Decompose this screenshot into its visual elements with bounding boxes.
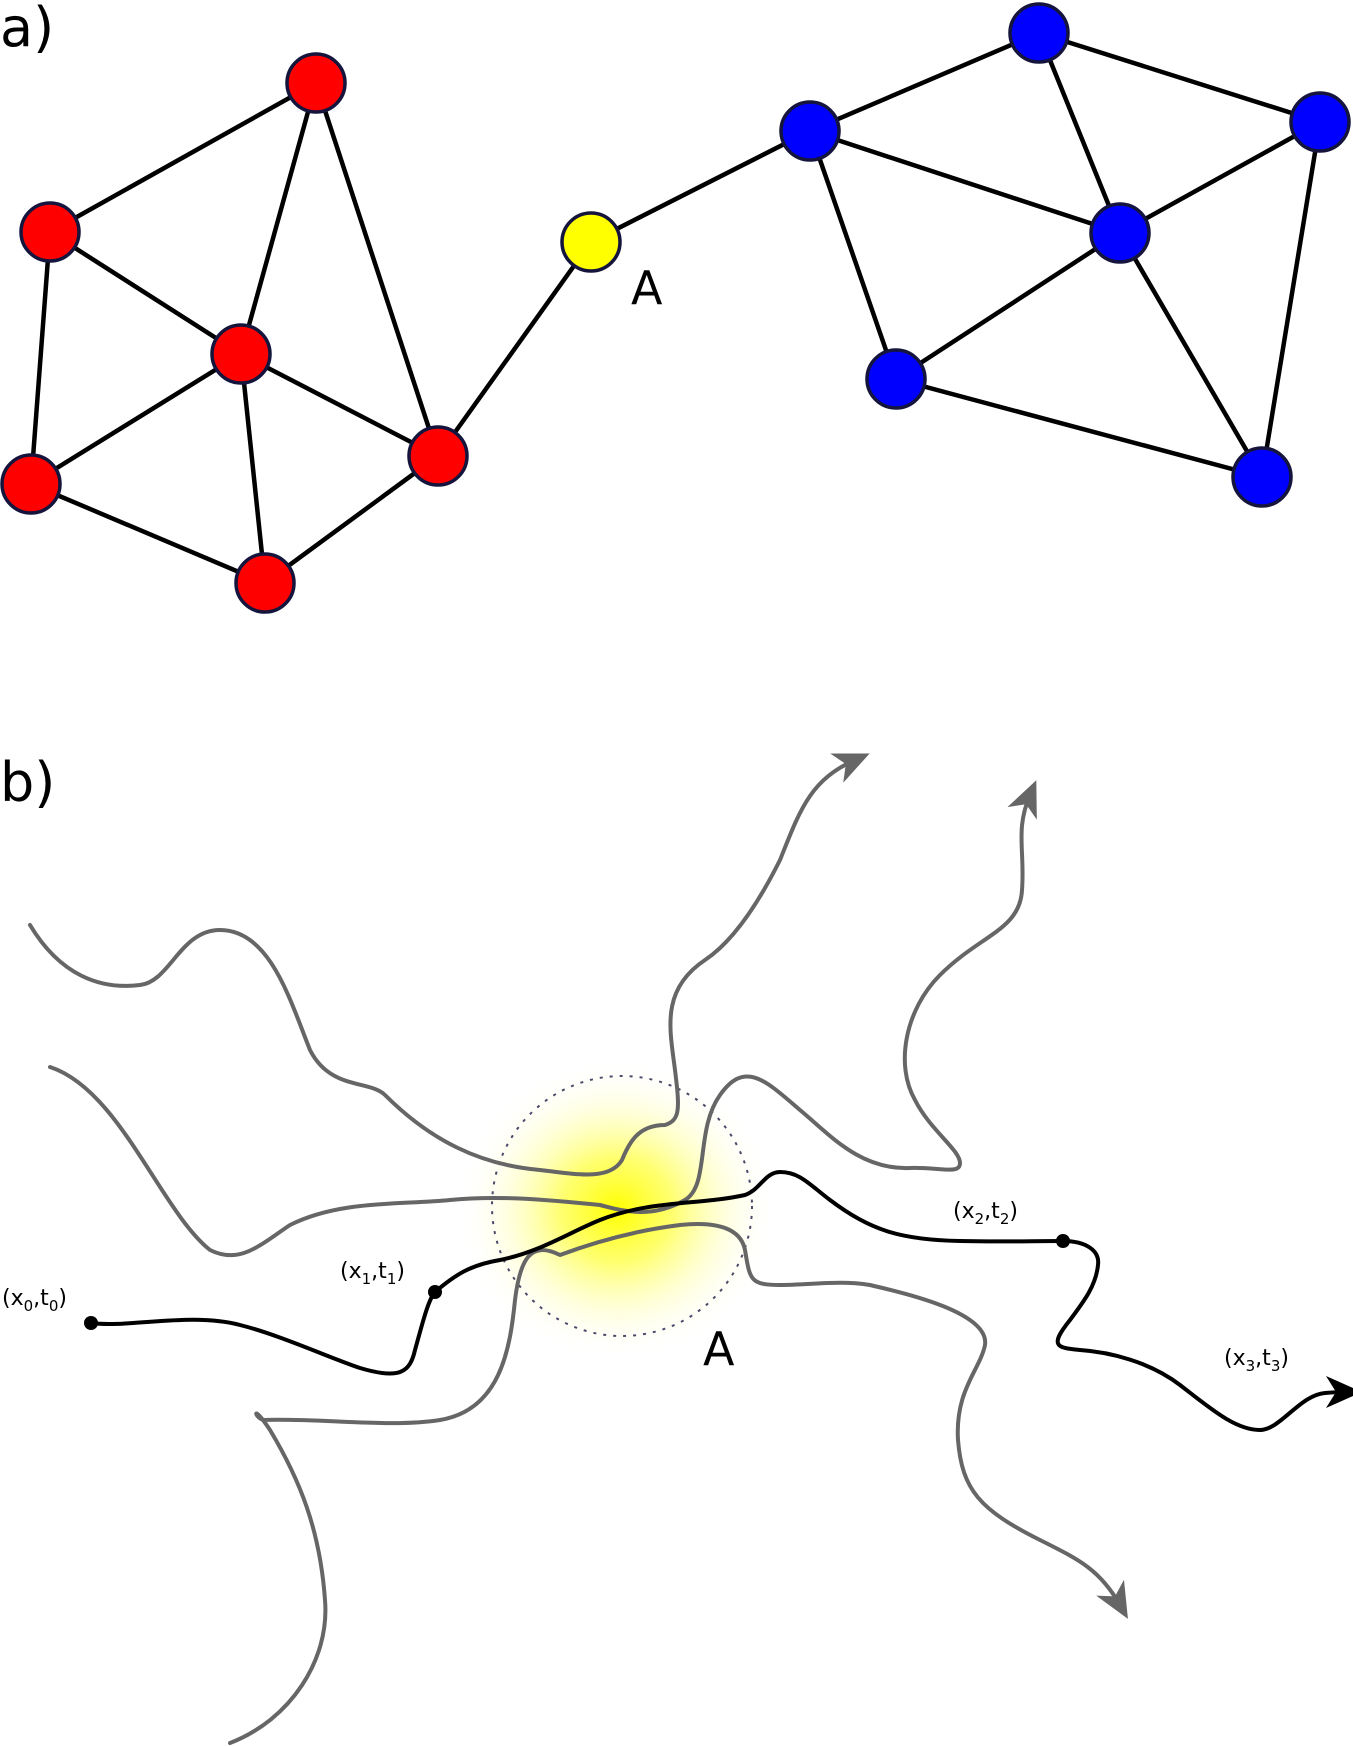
trajectory-gray	[28, 753, 870, 1177]
panel-a-label: a)	[0, 0, 54, 59]
panel-b-label: b)	[0, 751, 55, 814]
node-red	[407, 425, 469, 487]
node-blue	[865, 348, 927, 410]
edge	[238, 351, 268, 586]
graph-edges	[28, 30, 1323, 586]
edge	[807, 30, 1042, 134]
point-label-0: (x0,t0)	[2, 1286, 67, 1315]
edge	[893, 230, 1123, 382]
edge	[1259, 119, 1323, 480]
edge	[262, 453, 441, 586]
region-a-label: A	[703, 1322, 735, 1376]
edge	[47, 229, 244, 357]
point-marker-2	[1056, 1234, 1070, 1248]
node-blue	[779, 100, 841, 162]
edge	[893, 376, 1265, 480]
node-red	[234, 552, 296, 614]
node-blue	[1231, 446, 1293, 508]
edge	[313, 80, 441, 459]
edge	[1117, 119, 1323, 236]
point-label-3: (x3,t3)	[1224, 1346, 1289, 1375]
panel-b: b) (x0,t0) (x1,t1) (x2,t2) (x3,t3) A	[0, 751, 1353, 1745]
edge	[807, 128, 1123, 236]
edge	[238, 351, 441, 459]
region-boundary	[491, 1075, 753, 1337]
edge	[1036, 30, 1123, 236]
point-label-2: (x2,t2)	[953, 1199, 1018, 1228]
panel-a: a)	[0, 0, 1351, 614]
edge	[435, 239, 594, 459]
point-marker-0	[84, 1316, 98, 1330]
edge	[807, 128, 899, 382]
trajectory-gray	[228, 1222, 1128, 1745]
point-marker-1	[428, 1285, 442, 1299]
edge	[588, 128, 813, 245]
edge	[1117, 230, 1265, 480]
node-blue	[1008, 2, 1070, 64]
trajectory-gray	[48, 780, 1037, 1258]
edge	[47, 80, 319, 235]
point-label-1: (x1,t1)	[340, 1259, 405, 1288]
node-red	[210, 323, 272, 385]
trajectory-main	[89, 1170, 1353, 1432]
edge	[1036, 30, 1323, 125]
edge	[28, 351, 244, 487]
edge	[28, 481, 268, 586]
graph-nodes	[0, 2, 1351, 614]
node-red	[0, 453, 62, 515]
edge	[28, 229, 53, 487]
node-a-label: A	[631, 261, 663, 315]
node-blue	[1289, 91, 1351, 153]
edge	[238, 80, 319, 357]
node-blue	[1089, 202, 1151, 264]
node-red	[285, 52, 347, 114]
node-red	[19, 201, 81, 263]
node-bridge-a	[560, 211, 622, 273]
